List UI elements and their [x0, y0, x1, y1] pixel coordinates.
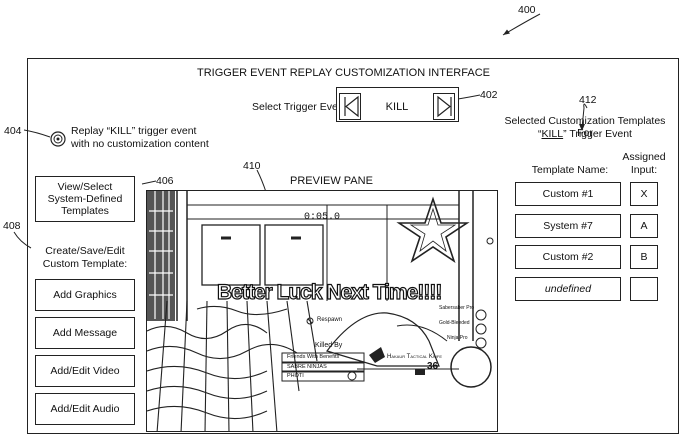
template-row-input[interactable]: A: [630, 214, 658, 238]
ref-412: 412: [579, 94, 597, 106]
selected-templates-label-line1: Selected Customization Templates For: [504, 115, 666, 139]
assigned-input-header-line2: Input:: [630, 164, 658, 176]
side-label: Sabersaber Pro: [439, 305, 475, 311]
killer-name: Friends With Benefits: [287, 354, 340, 360]
ref-406: 406: [156, 175, 174, 187]
trigger-event-suffix: ” Trigger Event: [563, 128, 632, 140]
killed-by-label: Killed By: [315, 342, 343, 349]
side-label: Ninja Pro: [447, 335, 468, 341]
trigger-event-label: Select Trigger Event:: [252, 101, 350, 113]
respawn-label: Respawn: [317, 317, 343, 323]
add-edit-video-button[interactable]: Add/Edit Video: [35, 355, 135, 387]
template-row-name[interactable]: Custom #1: [515, 182, 621, 206]
template-name-header: Template Name:: [531, 164, 609, 176]
trigger-event-value: KILL: [385, 100, 409, 113]
replay-note-line1: Replay “KILL” trigger event: [71, 125, 197, 137]
add-edit-audio-button[interactable]: Add/Edit Audio: [35, 393, 135, 425]
quote-open: “: [538, 128, 542, 140]
selected-templates-label-line2: “KILL” Trigger Event: [500, 128, 670, 140]
template-row-input[interactable]: B: [630, 245, 658, 269]
interface-title: TRIGGER EVENT REPLAY CUSTOMIZATION INTER…: [197, 67, 490, 79]
killer-team: SABRE NINJAS: [287, 364, 327, 370]
ref-410: 410: [243, 160, 261, 172]
next-trigger-button[interactable]: [433, 93, 455, 120]
replay-note-line2: with no customization content: [71, 138, 209, 150]
assigned-input-header-line1: Assigned: [622, 151, 666, 163]
system-button-line2: System-Defined: [47, 193, 123, 205]
next-triangle-icon: [437, 95, 452, 118]
template-row-name[interactable]: Custom #2: [515, 245, 621, 269]
game-timer: 0:05.0: [304, 212, 341, 223]
kill-underlined: KILL: [541, 128, 564, 140]
preview-pane-label: PREVIEW PANE: [290, 175, 373, 187]
prev-trigger-button[interactable]: [339, 93, 361, 120]
prev-triangle-icon: [344, 95, 359, 118]
add-graphics-button[interactable]: Add Graphics: [35, 279, 135, 311]
rank-label: PHOTI: [287, 373, 304, 379]
game-scene: [147, 191, 494, 431]
system-button-line1: View/Select: [57, 181, 113, 193]
side-label: Gold-Bleeded: [439, 320, 470, 326]
custom-template-heading-line1: Create/Save/Edit: [45, 245, 125, 257]
preview-pane: 0:05.0 Better Luck Next Time!!!! Respawn…: [146, 190, 498, 432]
template-row-name[interactable]: System #7: [515, 214, 621, 238]
view-system-templates-button[interactable]: View/Select System-Defined Templates: [35, 176, 135, 222]
ref-404: 404: [4, 125, 22, 137]
ref-408: 408: [3, 220, 21, 232]
weapon-label: Hakaur Tactical Knife: [387, 354, 443, 360]
custom-template-heading-line2: Custom Template:: [42, 258, 128, 270]
figure-number: 400: [518, 4, 536, 16]
template-row-input[interactable]: [630, 277, 658, 301]
ref-402: 402: [480, 89, 498, 101]
game-message: Better Luck Next Time!!!!: [216, 280, 443, 304]
template-row-input[interactable]: X: [630, 182, 658, 206]
template-row-name[interactable]: undefined: [515, 277, 621, 301]
system-button-line3: Templates: [61, 205, 109, 217]
add-message-button[interactable]: Add Message: [35, 317, 135, 349]
ammo-count: 36: [427, 361, 439, 372]
